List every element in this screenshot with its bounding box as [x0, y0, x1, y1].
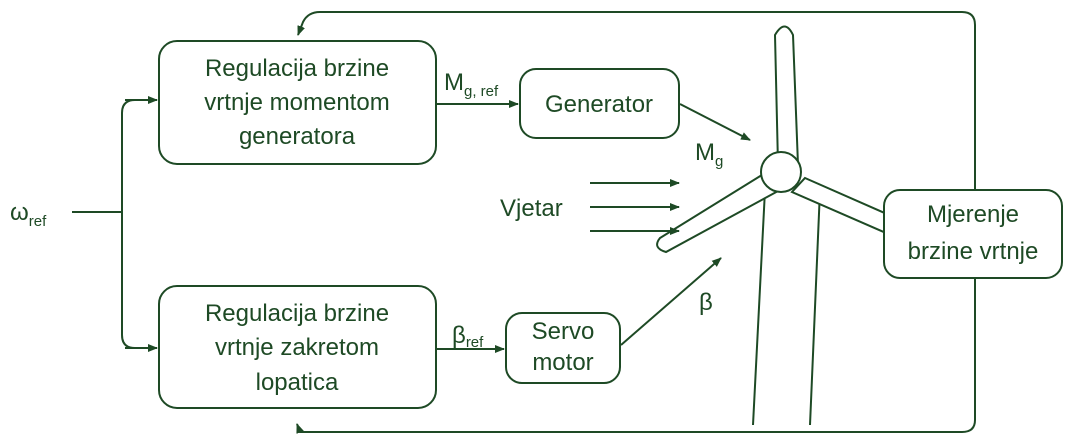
measurement-block [883, 189, 1063, 279]
measurement-line1: Mjerenje [927, 201, 1019, 228]
speed-pitch-line1: Regulacija brzine [205, 300, 389, 327]
wind-turbine-icon [656, 25, 907, 426]
measurement-line2: brzine vrtnje [908, 238, 1039, 265]
beta-label: β [699, 289, 713, 316]
generator-block [519, 68, 680, 139]
omega-split-line [121, 99, 155, 349]
omega-ref-label: ωref [10, 199, 47, 230]
servo-line2: motor [532, 349, 593, 376]
generator-label: Generator [545, 91, 653, 118]
beta-ref-label: βref [452, 322, 484, 351]
servo-motor-block [505, 312, 621, 384]
mg-label: Mg [695, 139, 723, 170]
wind-label: Vjetar [500, 195, 563, 222]
feedback-line-bottom [296, 278, 976, 434]
speed-pitch-block [158, 285, 437, 409]
feedback-line-top [297, 11, 976, 190]
speed-pitch-line3: lopatica [256, 369, 339, 396]
mg-arrow [679, 103, 751, 141]
servo-line1: Servo [532, 318, 595, 345]
speed-torque-line3: generatora [239, 123, 356, 150]
speed-torque-block [158, 40, 437, 165]
mg-ref-label: Mg, ref [444, 69, 499, 100]
speed-torque-line2: vrtnje momentom [204, 89, 389, 116]
speed-torque-line1: Regulacija brzine [205, 55, 389, 82]
beta-arrow [620, 257, 722, 346]
speed-pitch-line2: vrtnje zakretom [215, 334, 379, 361]
